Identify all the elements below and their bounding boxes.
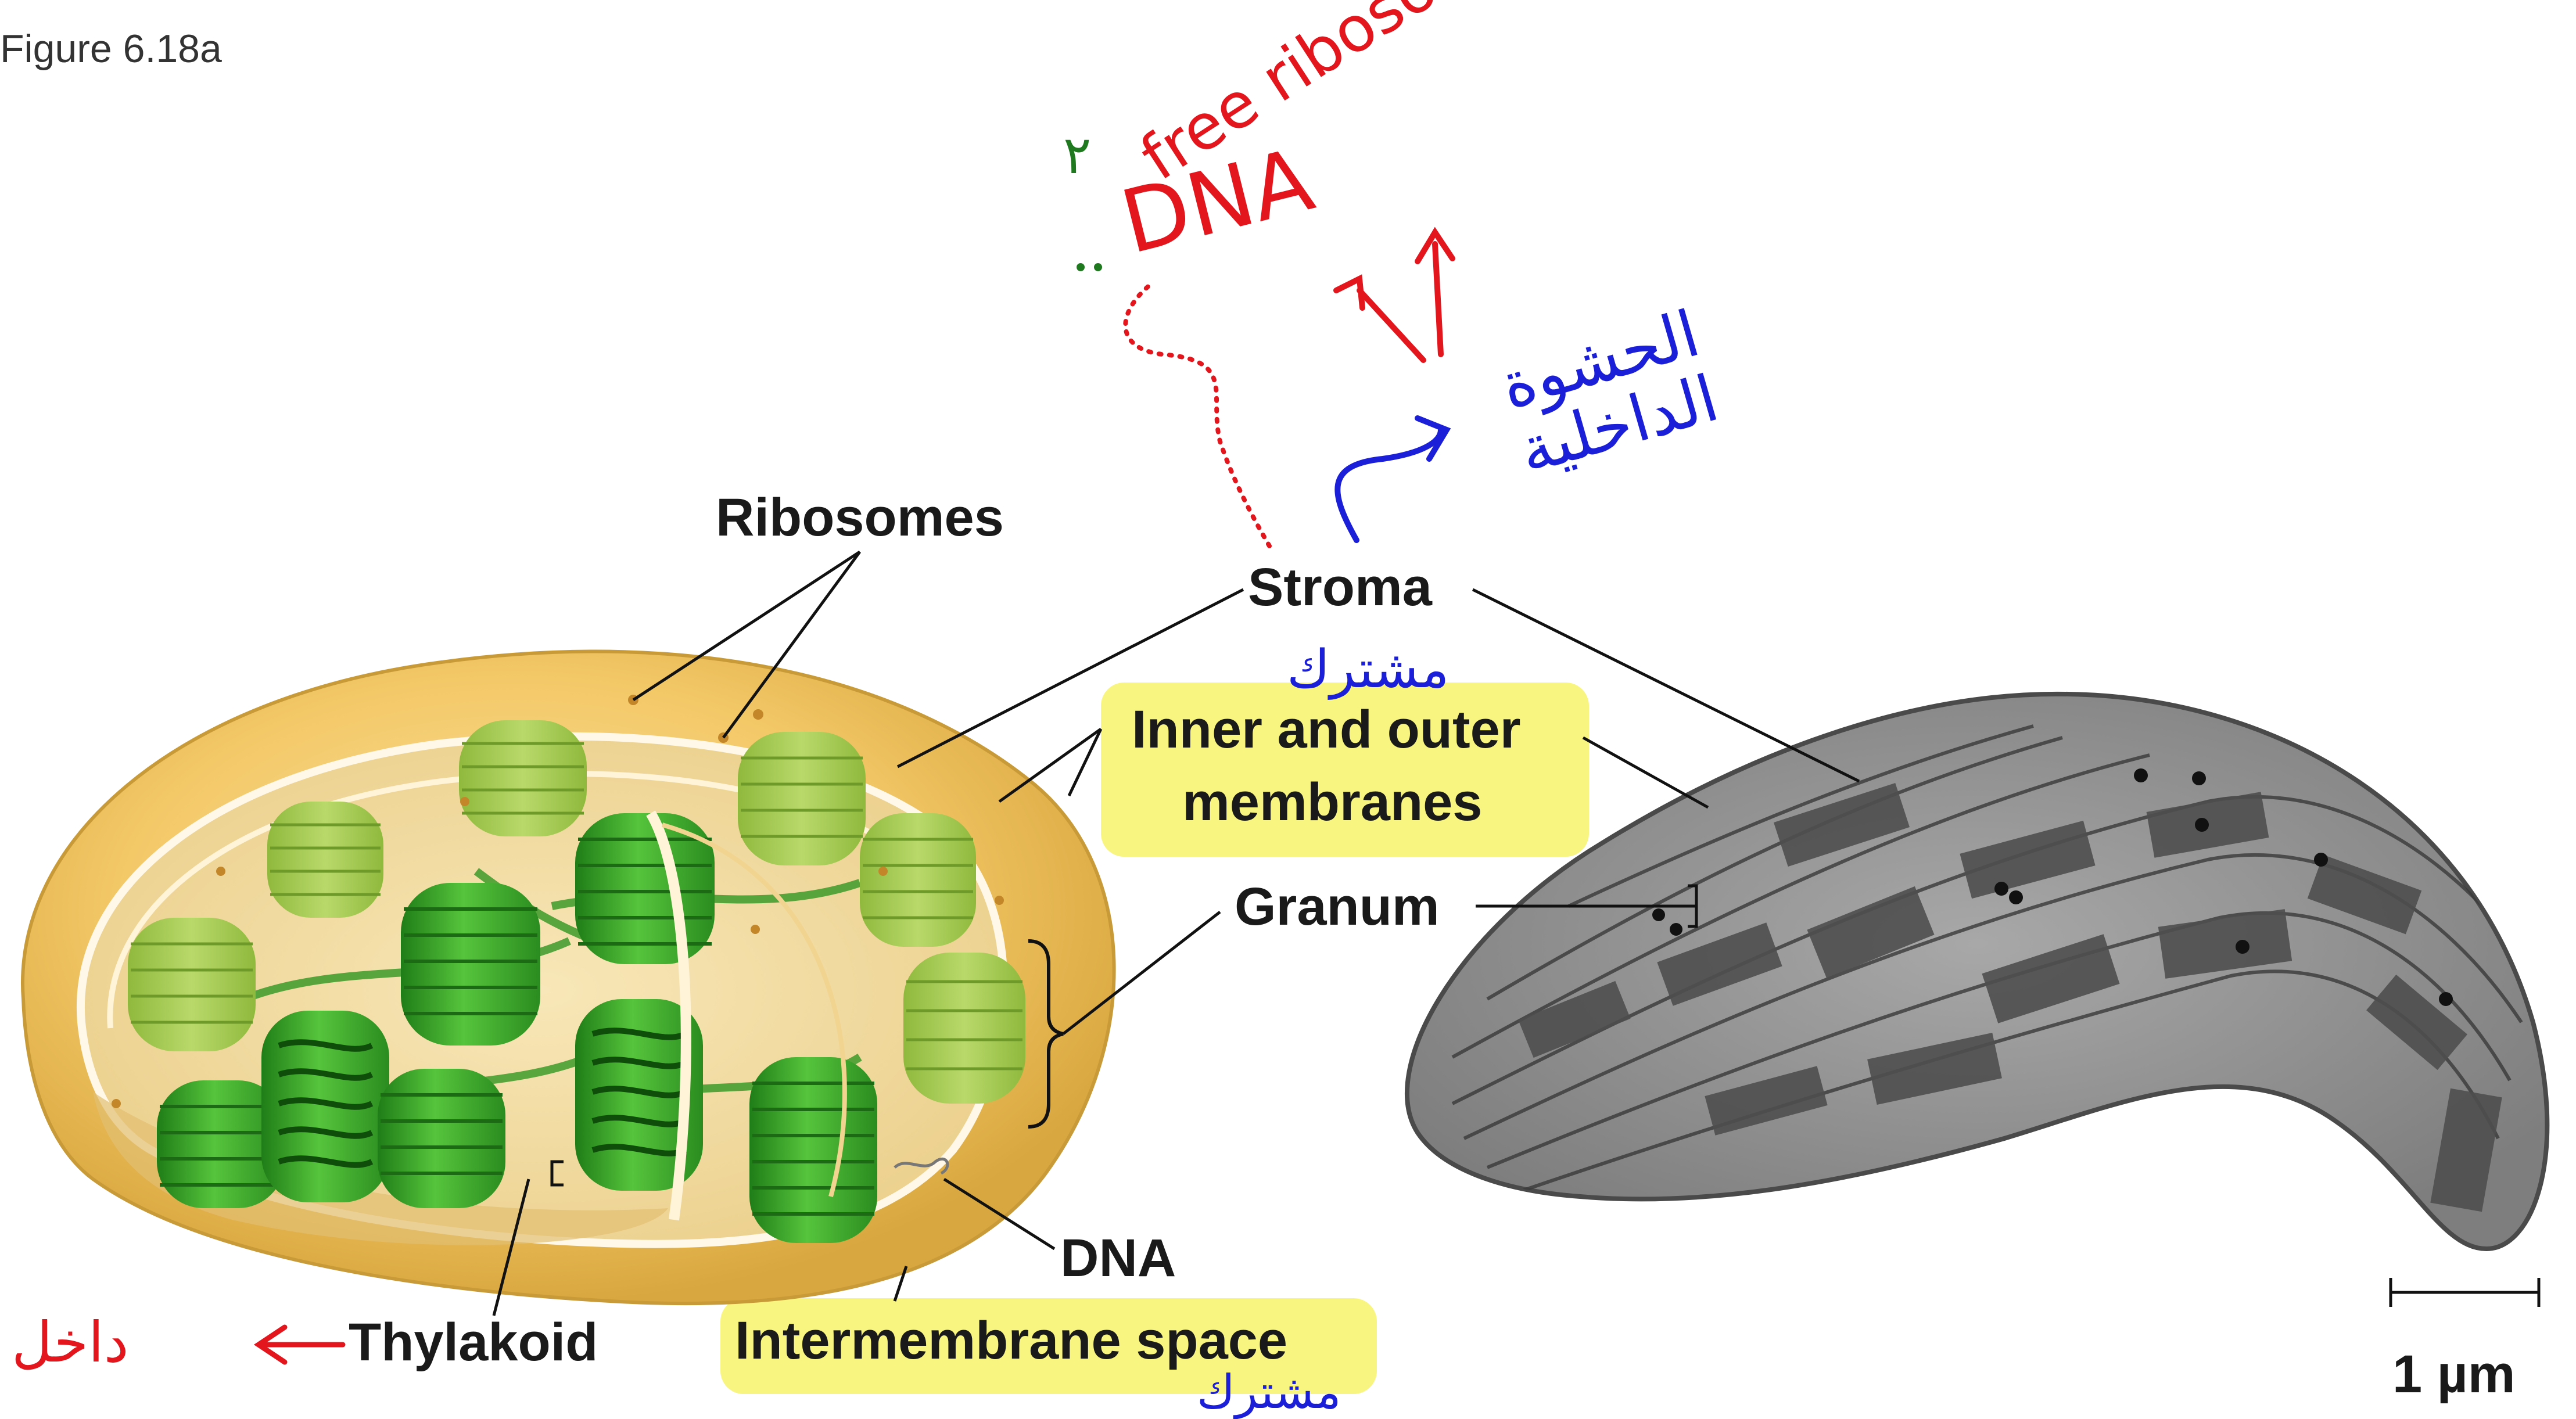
label-granum: Granum [1235, 880, 1440, 933]
label-inner-outer-line1: Inner and outer [1132, 703, 1521, 756]
handwritten-arabic-thylakoid: داخل [12, 1310, 128, 1375]
label-ribosomes: Ribosomes [716, 491, 1004, 544]
label-inner-outer-line2: membranes [1182, 775, 1482, 829]
label-thylakoid: Thylakoid [349, 1316, 598, 1369]
scale-bar-label: 1 µm [2392, 1348, 2516, 1401]
chloroplast-drawing [23, 651, 1114, 1303]
handwritten-arabic-bottom: مشترك [1197, 1365, 1341, 1419]
handwritten-digit: ٢ [1063, 125, 1091, 186]
tem-micrograph [1407, 694, 2547, 1249]
label-intermembrane-space: Intermembrane space [735, 1314, 1287, 1367]
label-dna: DNA [1060, 1231, 1176, 1285]
label-stroma: Stroma [1248, 561, 1432, 614]
handwritten-arabic-shared: مشترك [1287, 639, 1450, 700]
